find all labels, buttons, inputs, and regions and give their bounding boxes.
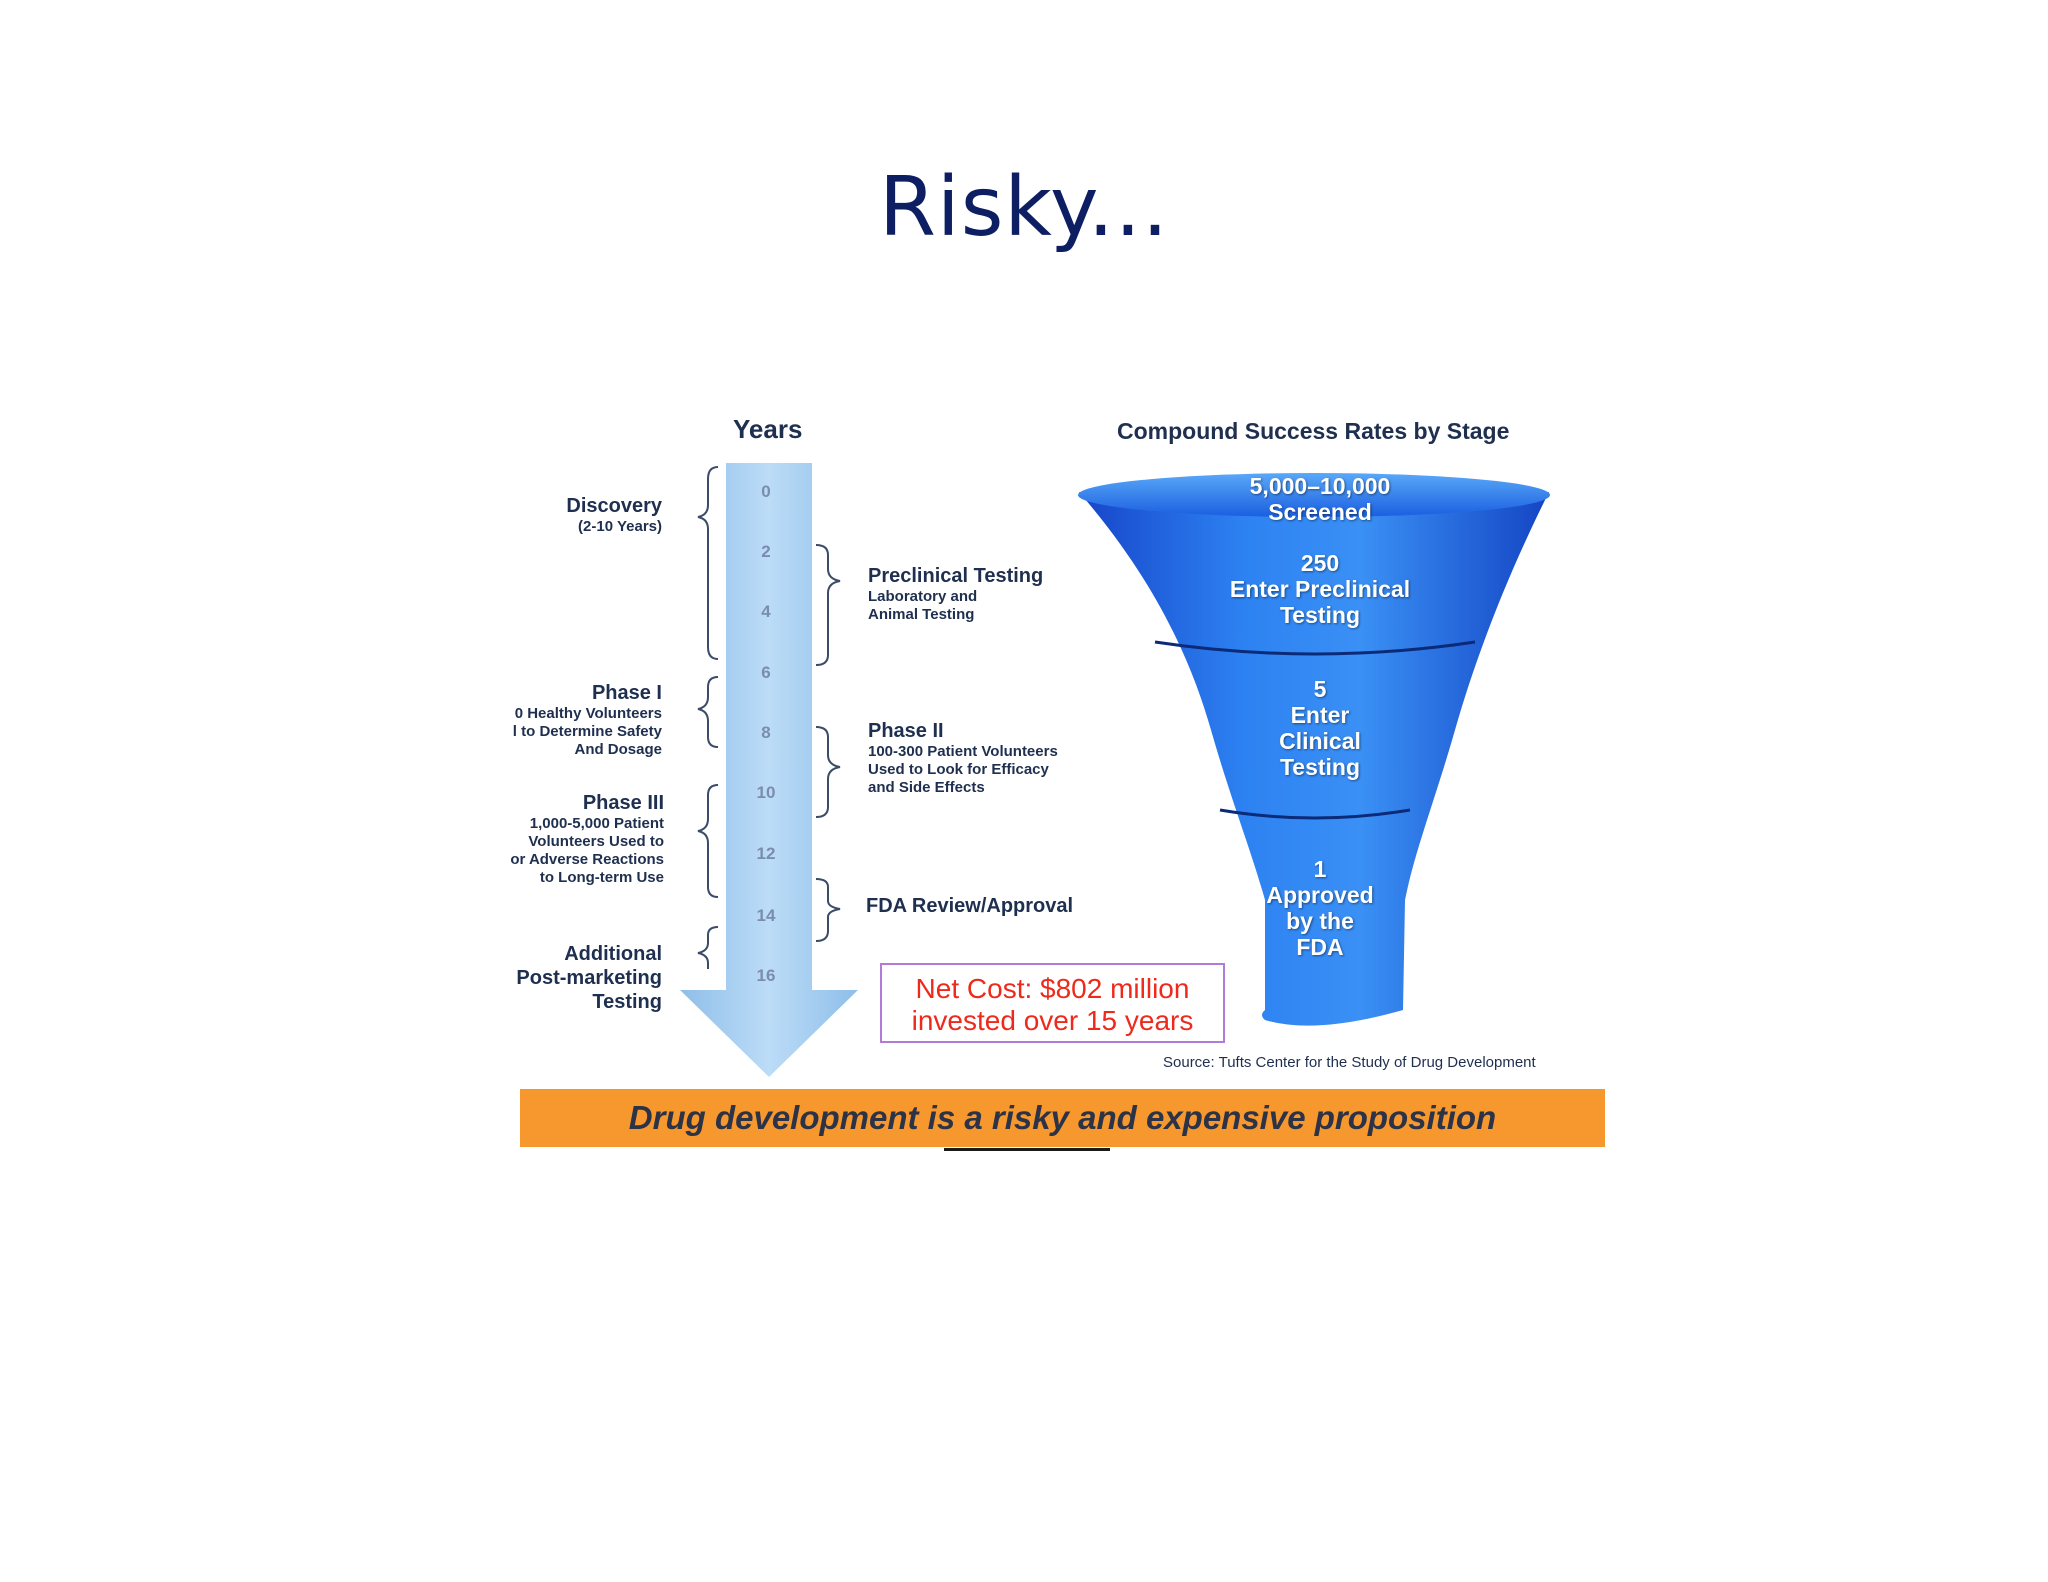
preclinical-title: Preclinical Testing [868,565,1044,587]
funnel-stage-line: 250 [1300,550,1340,576]
funnel-header: Compound Success Rates by Stage [1117,418,1510,444]
success-funnel [1078,473,1550,1026]
year-tick: 12 [756,844,776,863]
phase1-title: Phase I [591,682,662,704]
year-tick: 4 [761,602,771,621]
funnel-stage-line: 1 [1313,856,1327,882]
phase1-line: And Dosage [574,741,662,758]
net-cost-line: Net Cost: $802 million [915,973,1190,1004]
year-tick: 2 [761,542,771,561]
preclinical-line: Laboratory and [868,588,978,605]
funnel-stage-preclinical: 250 Enter Preclinical Testing [1180,550,1460,628]
phase1-bracket [697,676,719,748]
fda-bracket [815,878,841,942]
phase1-line: l to Determine Safety [512,723,662,740]
phase2-line: 100-300 Patient Volunteers [868,743,1058,760]
phase2-line: and Side Effects [868,779,985,796]
phase3-line: to Long-term Use [539,869,664,886]
phase3-label: Phase III 1,000-5,000 Patient Volunteers… [490,791,664,887]
phase2-line: Used to Look for Efficacy [868,761,1049,778]
years-header: Years [733,414,803,444]
funnel-rim [1078,473,1550,517]
funnel-stage-screened: 5,000–10,000 Screened [1180,473,1460,525]
discovery-label: Discovery (2-10 Years) [520,494,662,536]
source-note: Source: Tufts Center for the Study of Dr… [1163,1054,1536,1071]
fda-label: FDA Review/Approval [866,894,1126,918]
funnel-stage-line: FDA [1296,934,1344,960]
phase1-label: Phase I 0 Healthy Volunteers l to Determ… [490,681,662,759]
discovery-title: Discovery [566,495,662,517]
timeline-arrow [680,463,858,1077]
phase2-label: Phase II 100-300 Patient Volunteers Used… [868,719,1108,797]
page-title: Risky... [878,160,1170,255]
funnel-stage-line: Approved [1266,882,1374,908]
preclinical-label: Preclinical Testing Laboratory and Anima… [868,564,1088,624]
phase2-bracket [815,726,841,818]
funnel-stage-clinical: 5 Enter Clinical Testing [1200,676,1440,780]
phase3-line: 1,000-5,000 Patient [529,815,664,832]
funnel-stage-line: Clinical [1279,728,1361,754]
phase3-line: Volunteers Used to [528,833,664,850]
phase2-title: Phase II [868,720,944,742]
funnel-stage-line: by the [1286,908,1354,934]
banner-underline [944,1148,1110,1151]
funnel-stage-line: Testing [1279,754,1361,780]
preclinical-line: Animal Testing [868,606,975,623]
funnel-stage-line: 5,000–10,000 [1249,473,1391,499]
fda-title: FDA Review/Approval [866,895,1074,917]
funnel-body [1079,492,1549,1026]
phase3-title: Phase III [582,792,664,814]
phase1-line: 0 Healthy Volunteers [514,705,662,722]
postmarketing-line: Post-marketing [516,967,662,989]
funnel-stage-line: Enter [1290,702,1350,728]
preclinical-bracket [815,544,841,666]
postmarketing-line: Additional [564,943,662,965]
net-cost-line: invested over 15 years [911,1005,1194,1036]
phase3-bracket [697,784,719,898]
discovery-bracket [697,466,719,660]
takeaway-banner: Drug development is a risky and expensiv… [520,1089,1605,1147]
timeline-brackets [697,466,841,969]
discovery-sub: (2-10 Years) [578,518,662,535]
year-tick: 14 [756,906,776,925]
postmarketing-line: Testing [592,991,662,1013]
year-tick: 16 [756,966,776,985]
year-tick: 0 [761,482,771,501]
funnel-stage-line: Enter Preclinical [1229,576,1411,602]
phase3-line: or Adverse Reactions [510,851,664,868]
funnel-stage-line: Testing [1279,602,1361,628]
year-tick: 8 [761,723,771,742]
funnel-stage-approved: 1 Approved by the FDA [1220,856,1420,960]
net-cost-callout: Net Cost: $802 million invested over 15 … [880,963,1225,1043]
funnel-stage-line: 5 [1313,676,1327,702]
funnel-divider-1 [1154,640,1476,656]
funnel-divider-2 [1219,808,1411,820]
postmarketing-label: Additional Post-marketing Testing [480,942,662,1014]
timeline-arrow-body [680,463,858,1077]
postmarketing-bracket [697,926,719,969]
funnel-stage-line: Screened [1268,499,1372,525]
year-tick: 10 [756,783,776,802]
year-tick: 6 [761,663,771,682]
